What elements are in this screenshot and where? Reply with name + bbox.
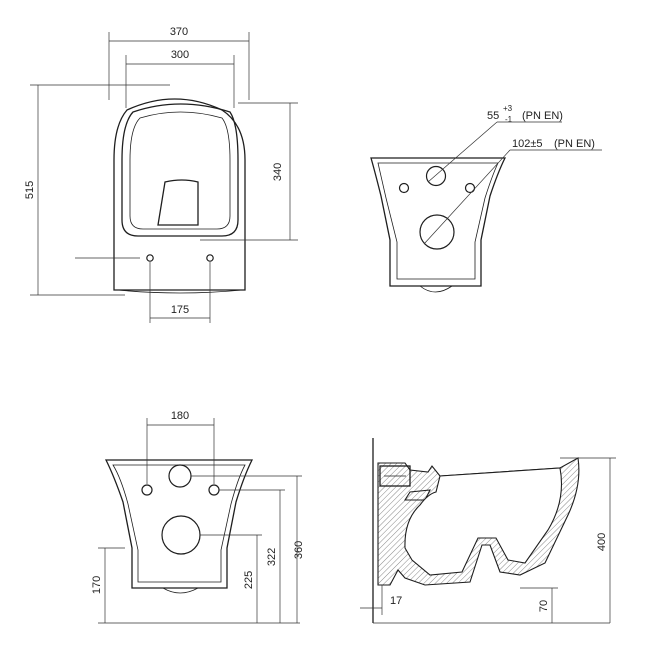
- dim-170-label: 170: [91, 576, 103, 594]
- outlet-55-label: 55: [487, 110, 499, 122]
- dim-17-label: 17: [390, 595, 402, 607]
- dim-300-label: 300: [171, 49, 189, 61]
- seat-inner-edge: [129, 111, 231, 230]
- rear-bottom-outer-outline: [104, 459, 254, 589]
- rear-view-bottom: 180 170 225 322 360: [91, 410, 305, 624]
- bowl-cavity: [404, 467, 563, 576]
- drain-102-label: 102±5: [512, 138, 543, 150]
- fixing-hole-right: [464, 182, 476, 194]
- dim-180-label: 180: [171, 410, 189, 422]
- dim-225-label: 225: [243, 571, 255, 589]
- rear-bottom-base-lip: [162, 587, 199, 594]
- dim-400-label: 400: [596, 533, 608, 551]
- dim-360-label: 360: [293, 541, 305, 559]
- bowl-opening: [157, 179, 199, 226]
- dim-322-label: 322: [266, 548, 278, 566]
- fixing-hole-left: [398, 182, 410, 194]
- outlet-55-tol-minus: -1: [505, 115, 513, 124]
- dim-70-label: 70: [538, 600, 550, 612]
- flush-inlet: [379, 465, 411, 487]
- seat-rim: [121, 103, 239, 237]
- drain-102-standard: (PN EN): [554, 138, 595, 150]
- side-section: 400 70 17: [360, 438, 616, 624]
- rear-base-lip: [419, 285, 453, 293]
- dim-175-label: 175: [171, 304, 189, 316]
- fixing-hole-left: [141, 484, 153, 496]
- top-view: 370 300 515 340 175: [24, 26, 298, 323]
- dim-515-label: 515: [24, 181, 36, 199]
- rear-outer-outline: [370, 157, 507, 287]
- outlet-top-circle: [168, 464, 192, 488]
- leader-102: [423, 149, 511, 245]
- bowl-outline: [113, 98, 246, 291]
- drain-102-circle: [419, 214, 455, 250]
- outlet-55-tol-plus: +3: [503, 104, 513, 113]
- rear-view-top: 55 +3 -1 (PN EN) 102±5 (PN EN): [370, 104, 602, 293]
- drain-circle: [161, 515, 201, 555]
- outlet-55-standard: (PN EN): [522, 110, 563, 122]
- dim-370-label: 370: [170, 26, 188, 38]
- base-lip: [117, 289, 243, 294]
- bolt-hole-right: [206, 254, 214, 262]
- leader-55: [427, 121, 498, 183]
- bolt-hole-left: [146, 254, 154, 262]
- rear-inner-outline: [377, 162, 499, 280]
- dim-340-label: 340: [272, 163, 284, 181]
- fixing-hole-right: [208, 484, 220, 496]
- rear-bottom-inner-outline: [112, 464, 246, 583]
